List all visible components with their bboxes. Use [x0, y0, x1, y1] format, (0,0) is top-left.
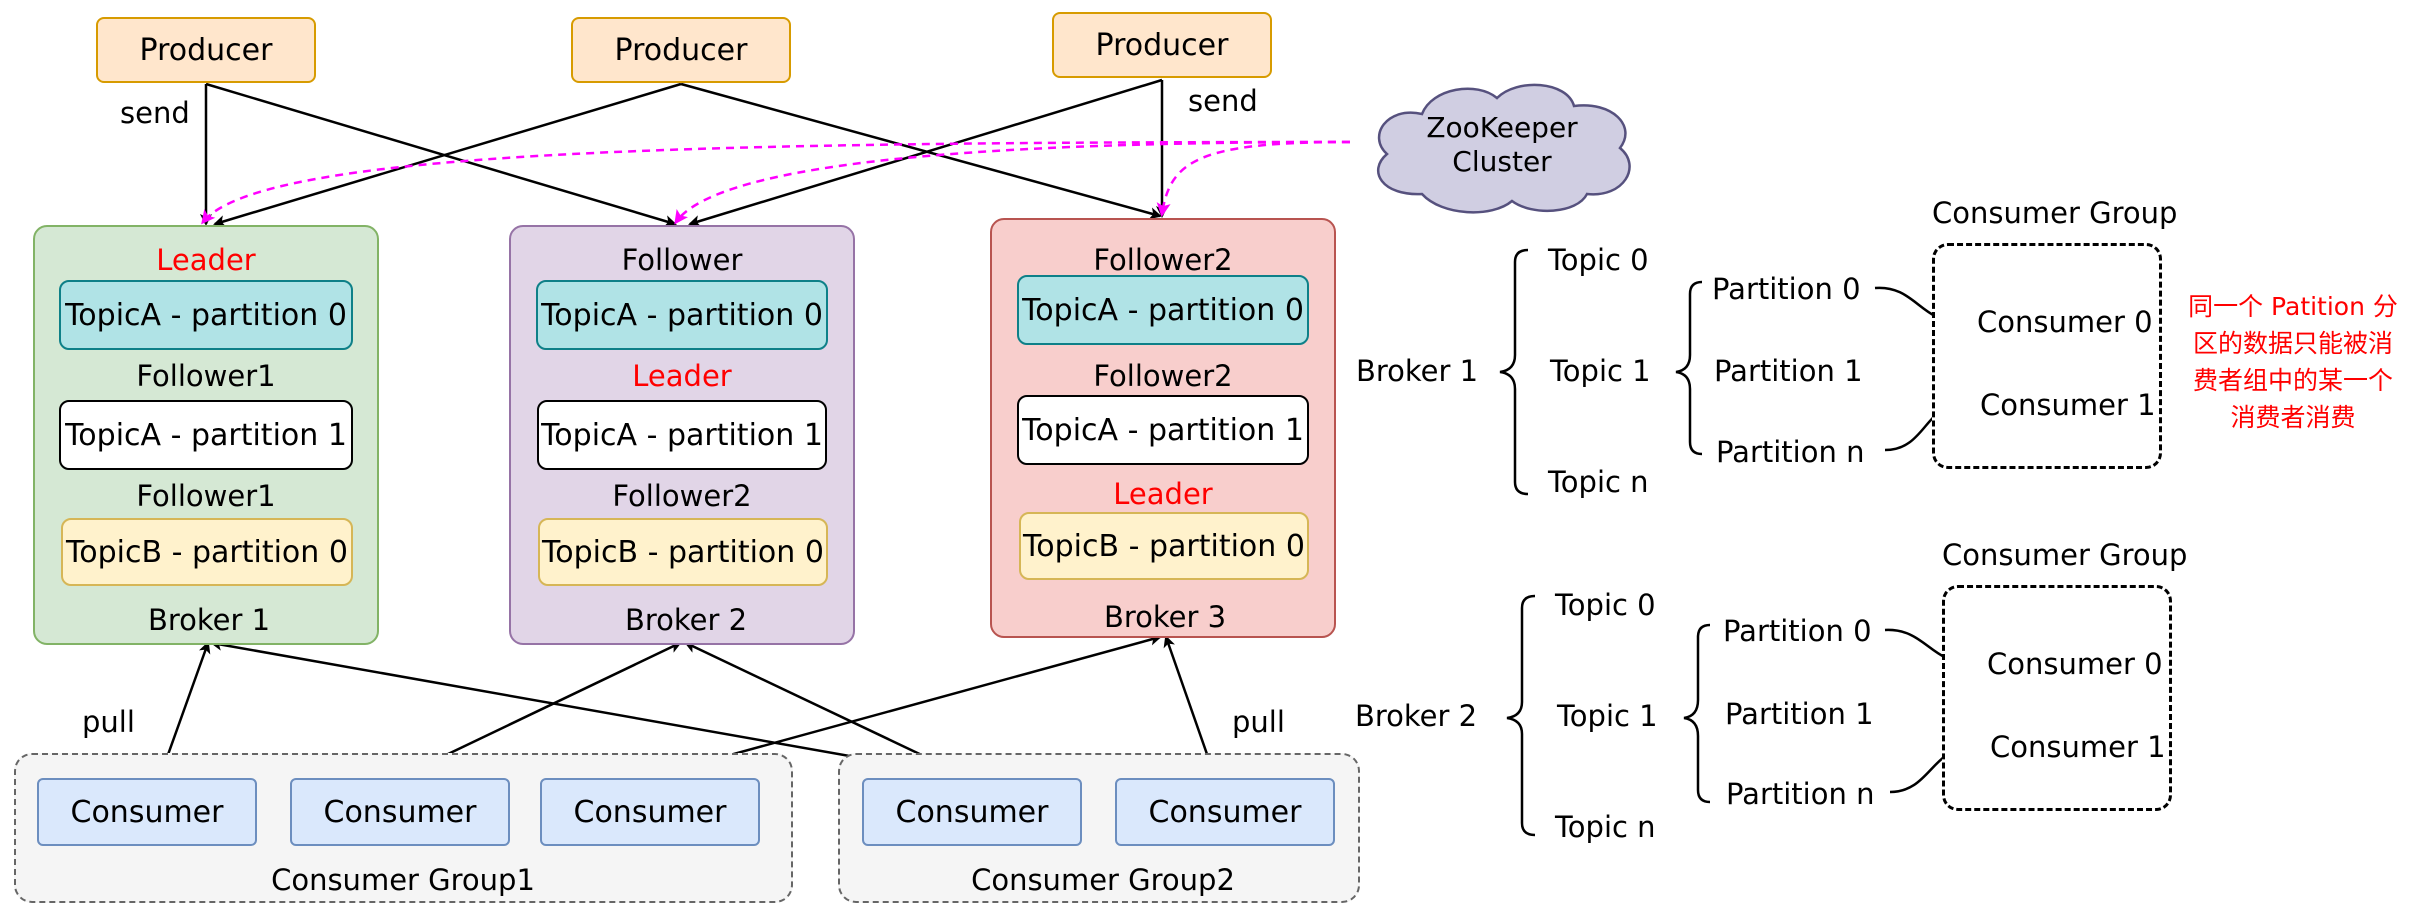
consumer-label: Consumer — [895, 794, 1049, 830]
broker-2-role-1: Follower — [621, 243, 743, 277]
zookeeper-line1: ZooKeeper — [1426, 111, 1578, 144]
send-arrow — [680, 82, 1162, 220]
rd1-partition-n: Partition n — [1716, 435, 1865, 469]
rd2-topic-0: Topic 0 — [1555, 588, 1656, 622]
partition-label: TopicA - partition 1 — [65, 417, 347, 453]
producer-label: Producer — [614, 32, 748, 68]
broker-1-role-3: Follower1 — [136, 479, 276, 513]
broker-1-partition-3: TopicB - partition 0 — [61, 518, 353, 586]
broker1-brace — [1499, 248, 1529, 496]
partition-note: 同一个 Patition 分 区的数据只能被消 费者组中的某一个 消费者消费 — [2178, 288, 2408, 436]
broker-2-role-2: Leader — [632, 359, 732, 393]
pull-label: pull — [82, 705, 135, 739]
consumer-box: Consumer — [862, 778, 1082, 846]
consumer-box: Consumer — [540, 778, 760, 846]
broker-3-role-1: Follower2 — [1093, 243, 1233, 277]
zookeeper-link — [201, 140, 1351, 225]
consumer-box: Consumer — [290, 778, 510, 846]
partition-label: TopicA - partition 1 — [541, 417, 823, 453]
broker-3-partition-2: TopicA - partition 1 — [1017, 395, 1309, 465]
broker-1-partition-1: TopicA - partition 0 — [59, 280, 353, 350]
rd1-partition-0: Partition 0 — [1712, 272, 1861, 306]
zookeeper-cloud-icon — [1376, 83, 1631, 214]
consumer-group-1-label: Consumer Group1 — [271, 863, 535, 897]
partition-label: TopicA - partition 0 — [1022, 292, 1304, 328]
rd2-broker-label: Broker 2 — [1355, 699, 1478, 733]
send-label: send — [1188, 84, 1258, 118]
partition-label: TopicA - partition 0 — [541, 297, 823, 333]
rd1-topic-n: Topic n — [1548, 465, 1649, 499]
rd1-partition-1: Partition 1 — [1714, 354, 1863, 388]
broker-1-partition-2: TopicA - partition 1 — [59, 400, 353, 470]
partition-label: TopicB - partition 0 — [66, 534, 348, 570]
pull-label: pull — [1232, 705, 1285, 739]
send-arrow — [205, 82, 677, 227]
broker-2-partition-2: TopicA - partition 1 — [537, 400, 827, 470]
rd2-partition-0: Partition 0 — [1723, 614, 1872, 648]
producer-box: Producer — [1052, 12, 1272, 78]
send-arrow — [213, 82, 682, 227]
note-line: 费者组中的某一个 — [2192, 366, 2393, 395]
producer-label: Producer — [1095, 27, 1229, 63]
producer-label: Producer — [139, 32, 273, 68]
rd1-consumer-1: Consumer 1 — [1980, 388, 2156, 422]
rd1-topic-0: Topic 0 — [1548, 243, 1649, 277]
rd2-group-title: Consumer Group — [1942, 538, 2188, 572]
broker-1-name: Broker 1 — [147, 603, 271, 637]
note-line: 同一个 Patition 分 — [2188, 292, 2398, 321]
rd1-group-title: Consumer Group — [1932, 196, 2178, 230]
broker-3-role-3: Leader — [1113, 477, 1213, 511]
partition-label: TopicA - partition 0 — [65, 297, 347, 333]
note-line: 消费者消费 — [2230, 403, 2356, 432]
partition-label: TopicB - partition 0 — [542, 534, 824, 570]
send-label: send — [120, 96, 190, 130]
rd1-topic-1: Topic 1 — [1550, 354, 1651, 388]
broker-2-partition-1: TopicA - partition 0 — [536, 280, 828, 350]
rd2-consumer-0: Consumer 0 — [1987, 647, 2163, 681]
send-arrow — [688, 78, 1163, 227]
rd2-partition-n: Partition n — [1726, 777, 1875, 811]
consumer-box: Consumer — [37, 778, 257, 846]
topic1-brace — [1675, 280, 1703, 456]
consumer-label: Consumer — [573, 794, 727, 830]
rd1-broker-label: Broker 1 — [1356, 354, 1479, 388]
rd2-consumer-group — [1942, 585, 2172, 811]
consumer-label: Consumer — [70, 794, 224, 830]
zookeeper-line2: Cluster — [1452, 145, 1552, 178]
consumer-group-2-label: Consumer Group2 — [971, 863, 1235, 897]
rd2-consumer-1: Consumer 1 — [1990, 730, 2166, 764]
consumer-label: Consumer — [1148, 794, 1302, 830]
partition-label: TopicA - partition 1 — [1022, 412, 1304, 448]
zookeeper-link — [1156, 140, 1351, 217]
broker2-brace — [1506, 594, 1536, 837]
broker-3-role-2: Follower2 — [1093, 359, 1233, 393]
rd2-partition-1: Partition 1 — [1725, 697, 1874, 731]
consumer-label: Consumer — [323, 794, 477, 830]
zookeeper-links — [201, 140, 1351, 225]
brace-lines — [1499, 248, 1711, 837]
broker-2-role-3: Follower2 — [612, 479, 752, 513]
producer-box: Producer — [96, 17, 316, 83]
broker-1-role-2: Follower1 — [136, 359, 276, 393]
broker-3-partition-3: TopicB - partition 0 — [1019, 512, 1309, 580]
rd2-topic-1: Topic 1 — [1557, 699, 1658, 733]
send-arrows — [200, 78, 1168, 227]
consumer-box: Consumer — [1115, 778, 1335, 846]
rd2-topic-n: Topic n — [1555, 810, 1656, 844]
rd1-consumer-0: Consumer 0 — [1977, 305, 2153, 339]
broker-3-partition-1: TopicA - partition 0 — [1017, 275, 1309, 345]
broker-2-partition-3: TopicB - partition 0 — [538, 518, 828, 586]
producer-box: Producer — [571, 17, 791, 83]
partition-label: TopicB - partition 0 — [1023, 528, 1305, 564]
broker-1-role-1: Leader — [156, 243, 256, 277]
zookeeper-label: ZooKeeper Cluster — [1402, 111, 1602, 179]
broker-3-name: Broker 3 — [1103, 600, 1227, 634]
note-line: 区的数据只能被消 — [2192, 329, 2393, 358]
rd1-consumer-group — [1932, 243, 2162, 469]
zookeeper-link — [674, 140, 1351, 225]
topic1-brace — [1683, 623, 1711, 804]
broker-2-name: Broker 2 — [624, 603, 748, 637]
